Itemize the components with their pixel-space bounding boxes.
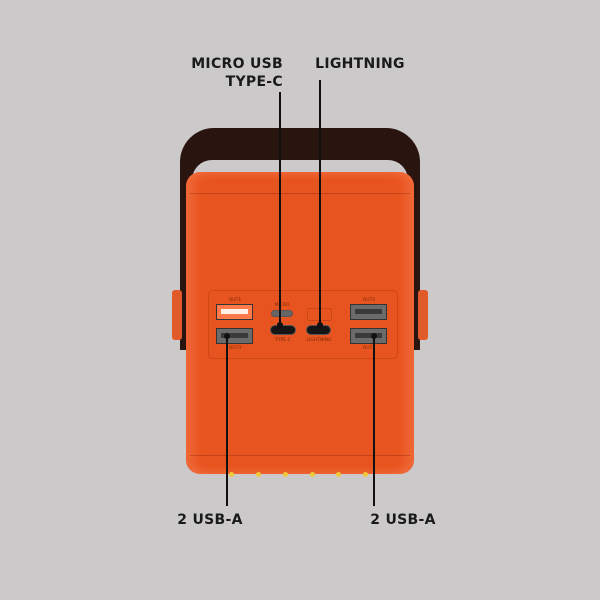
callout-line-usb-a-right [373, 336, 375, 506]
led-indicator [283, 472, 288, 477]
seam-top [190, 193, 410, 194]
handle-arm-left [180, 290, 188, 350]
usb-a-port-out4 [350, 328, 387, 344]
port-label-lightning: LIGHTNING [306, 338, 332, 343]
callout-dot [277, 322, 283, 328]
handle-knob-left [172, 290, 182, 340]
callout-dot [224, 333, 230, 339]
led-indicator [229, 472, 234, 477]
port-label-out2: OUT2 [362, 298, 376, 303]
callout-line-micro-usb [279, 92, 281, 325]
port-label-out4: OUT4 [362, 346, 376, 351]
usb-a-port-out2 [350, 304, 387, 320]
type-c-port [270, 325, 296, 335]
port-label-out3: OUT3 [228, 346, 242, 351]
port-panel [208, 290, 398, 359]
callout-lightning: LIGHTNING [315, 56, 405, 72]
port-label-type-c: TYPE-C [275, 338, 291, 343]
power-bank-body [186, 172, 414, 474]
callout-usb-a-right: 2 USB-A [370, 512, 436, 528]
callout-micro-usb-line2: TYPE-C [225, 74, 283, 90]
micro-usb-port [271, 310, 293, 317]
led-indicator [363, 472, 368, 477]
callout-dot [317, 322, 323, 328]
handle-knob-right [418, 290, 428, 340]
callout-line-lightning [319, 80, 321, 325]
usb-a-port-out3 [216, 328, 253, 344]
led-indicator [336, 472, 341, 477]
led-indicator [310, 472, 315, 477]
seam-bottom [190, 455, 410, 456]
callout-micro-usb-line1: MICRO USB [191, 56, 283, 72]
led-indicator [256, 472, 261, 477]
callout-dot [371, 333, 377, 339]
callout-line-usb-a-left [226, 336, 228, 506]
port-label-micro: MICRO [274, 303, 290, 308]
callout-usb-a-left: 2 USB-A [177, 512, 243, 528]
port-label-out1: OUT1 [228, 298, 242, 303]
callout-micro-usb: MICRO USB TYPE-C [150, 55, 283, 91]
usb-a-port-out1 [216, 304, 253, 320]
handle-arm-right [412, 290, 420, 350]
